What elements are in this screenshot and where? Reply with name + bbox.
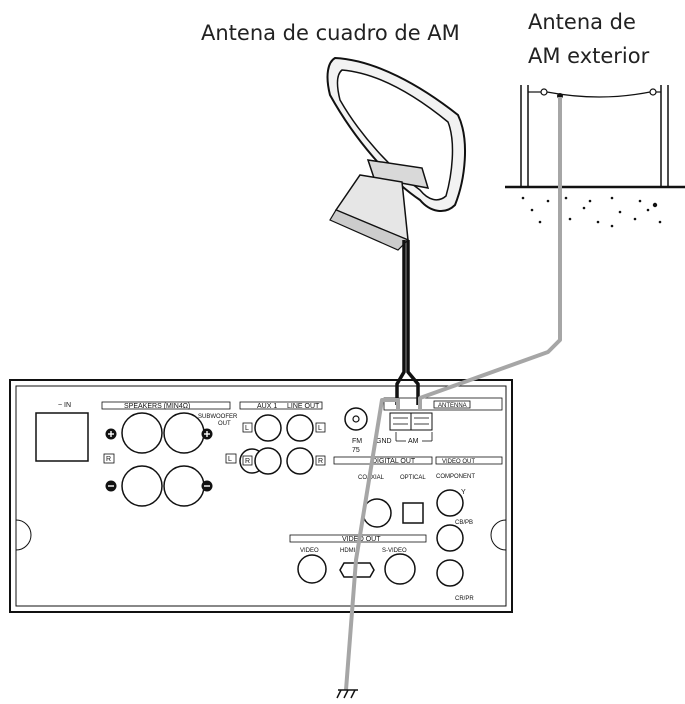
aux1-in-l-jack[interactable]	[254, 414, 282, 442]
ac-in-label: ~ IN	[58, 402, 71, 409]
composite-video-jack[interactable]	[297, 554, 327, 584]
component-cb-jack[interactable]	[436, 524, 464, 552]
optical-out-jack[interactable]	[402, 502, 424, 524]
hdmi-label: HDMI	[340, 548, 356, 554]
loop-antenna-wire	[395, 240, 420, 405]
speaker-r-label: R	[106, 456, 111, 463]
fm-ohm-label: 75	[352, 447, 360, 454]
speaker-terminal-r-minus[interactable]	[121, 465, 163, 507]
component-cb-pb-label: CB/PB	[455, 520, 473, 526]
ac-inlet[interactable]	[35, 412, 89, 462]
subwoofer-out-label: OUT	[218, 421, 231, 427]
line-out-r-label: R	[318, 458, 323, 465]
component-y-label: Y	[461, 489, 466, 496]
outdoor-am-antenna	[505, 85, 685, 228]
speaker-terminal-plus-right	[201, 428, 213, 440]
component-label: COMPONENT	[436, 474, 475, 480]
loop-antenna-label: Antena de cuadro de AM	[201, 21, 460, 45]
line-out-l-jack[interactable]	[286, 414, 314, 442]
fm-label: FM	[352, 438, 362, 445]
am-label: AM	[408, 438, 419, 445]
component-y-jack[interactable]	[436, 489, 464, 517]
video-out-bottom-label: VIDEO OUT	[342, 536, 381, 543]
speaker-terminal-minus-left	[105, 480, 117, 492]
speakers-label: SPEAKERS (MIN4Ω)	[124, 403, 190, 410]
am-loop-antenna	[326, 56, 467, 251]
video-label: VIDEO	[300, 548, 319, 554]
gnd-label: GND	[376, 438, 392, 445]
aux1-r-label: R	[245, 458, 250, 465]
s-video-jack[interactable]	[384, 553, 416, 585]
component-cr-pr-label: CR/PR	[455, 596, 474, 602]
aux1-label: AUX 1	[257, 403, 277, 410]
outdoor-antenna-label-line2: AM exterior	[528, 44, 650, 68]
antenna-label: ANTENNA	[438, 403, 467, 409]
video-out-right-label: VIDEO OUT	[442, 459, 475, 465]
optical-label: OPTICAL	[400, 475, 426, 481]
component-cr-jack[interactable]	[436, 559, 464, 587]
speaker-l-label: L	[228, 456, 232, 463]
ground-icon	[336, 689, 358, 699]
speaker-terminal-minus-right	[201, 480, 213, 492]
outdoor-antenna-wire	[418, 97, 562, 410]
ground-wire	[344, 398, 400, 691]
speaker-terminal-l-minus[interactable]	[163, 465, 205, 507]
aux1-in-r-jack[interactable]	[254, 447, 282, 475]
aux1-l-label: L	[245, 425, 249, 432]
line-out-r-jack[interactable]	[286, 447, 314, 475]
speaker-terminal-plus-left	[105, 428, 117, 440]
outdoor-antenna-label-line1: Antena de	[528, 10, 636, 34]
digital-out-label: DIGITAL OUT	[372, 458, 416, 465]
line-out-l-label: L	[318, 425, 322, 432]
s-video-label: S-VIDEO	[382, 548, 407, 554]
subwoofer-label: SUBWOOFER	[198, 414, 238, 420]
line-out-label: LINE OUT	[287, 403, 320, 410]
speaker-terminal-r-plus[interactable]	[121, 412, 163, 454]
rear-panel: ~ IN SPEAKERS (MIN4Ω) R L	[9, 379, 513, 613]
